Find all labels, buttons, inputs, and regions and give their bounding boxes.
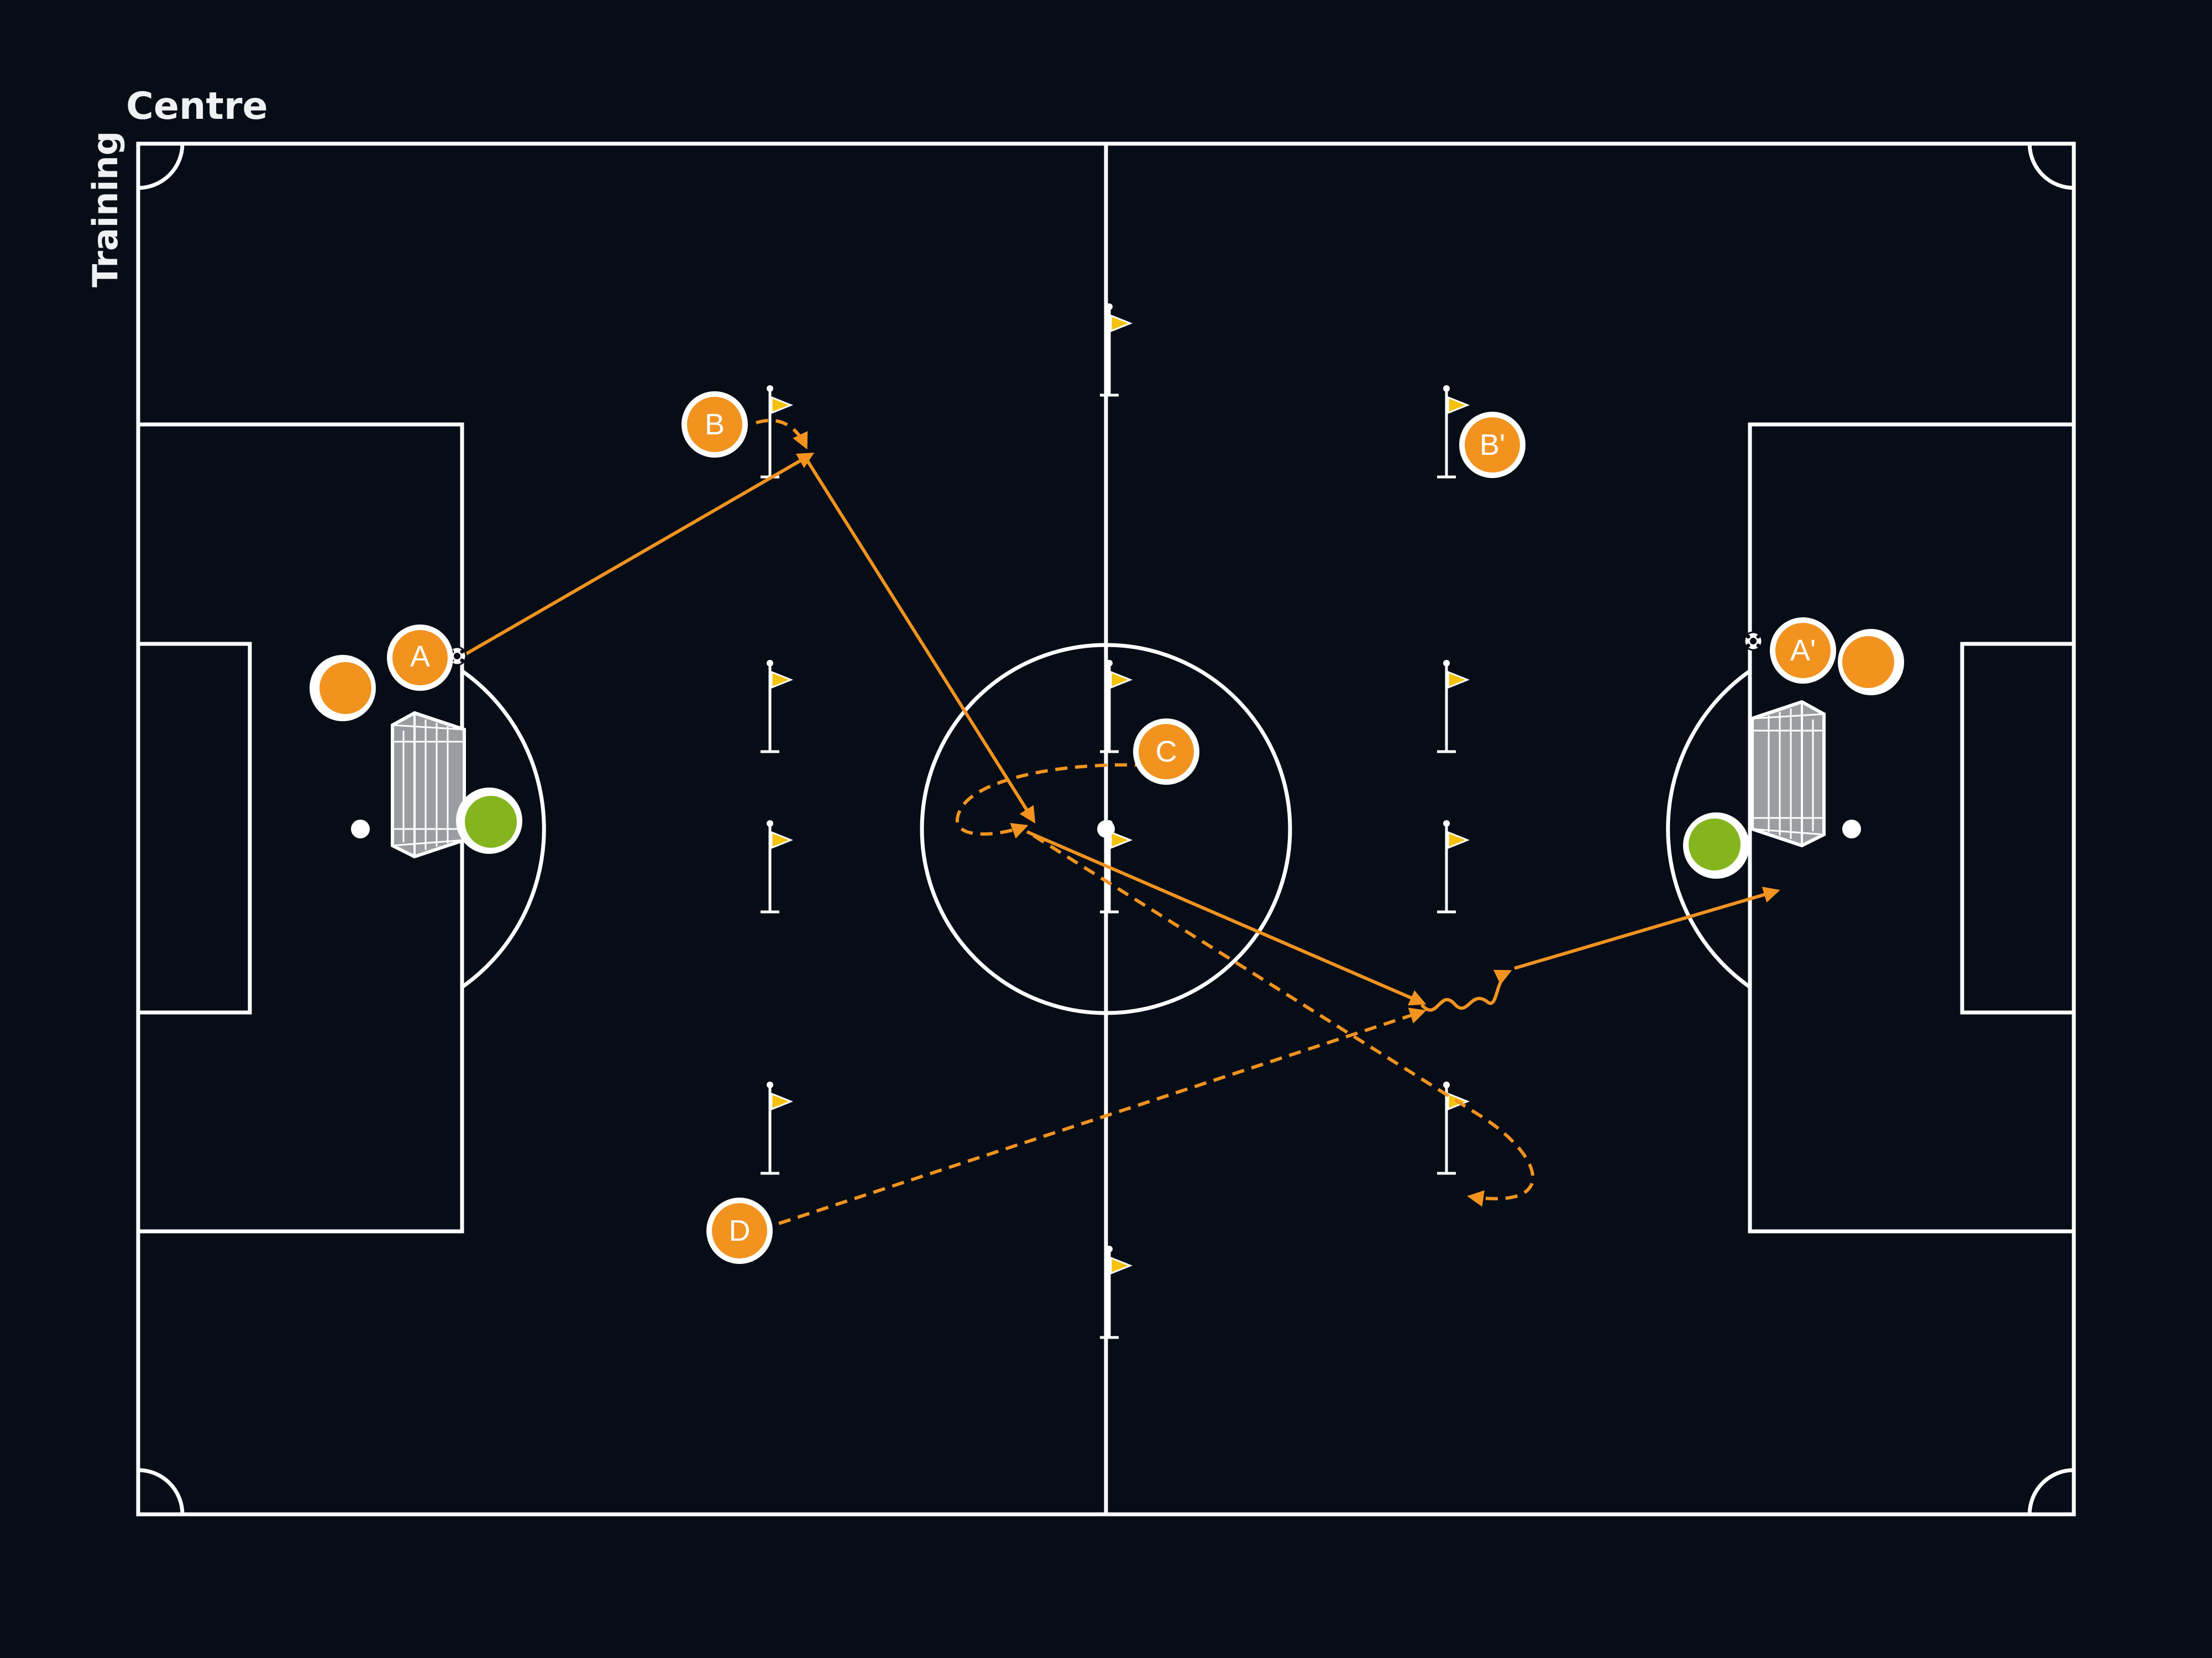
player-b: B (682, 391, 748, 458)
player-waiting-left (310, 655, 376, 721)
movement-arrows (463, 418, 1780, 1231)
goal-icon (1752, 702, 1824, 846)
player-b-label: B (705, 408, 725, 441)
dribble-arrow (1420, 969, 1512, 1012)
player-d-label: D (729, 1214, 751, 1247)
goalkeeper-left (456, 788, 522, 854)
pass-arrow (463, 452, 815, 657)
players: A B C D A' B' (310, 391, 1904, 1264)
training-centre-logo: Training Centre (85, 85, 268, 287)
player-c: C (1133, 718, 1199, 785)
corner-arc-bottom-left (138, 1468, 185, 1515)
left-penalty-spot (351, 820, 370, 838)
pass-arrow (803, 455, 1036, 824)
right-goal-area (1960, 642, 2076, 1015)
left-penalty-arc (460, 669, 546, 989)
ball-icon (1743, 631, 1763, 651)
goal-icon (392, 713, 464, 857)
player-c-label: C (1156, 735, 1177, 768)
shot-arrow (1514, 886, 1780, 970)
goalkeeper-right (1683, 812, 1749, 879)
right-penalty-arc (1666, 669, 1752, 989)
player-b-prime-label: B' (1480, 428, 1505, 461)
player-a-label: A (410, 640, 430, 673)
run-arrow-dashed (756, 418, 808, 450)
logo-word-training: Training (85, 131, 125, 287)
run-arrow-dashed (759, 1008, 1427, 1231)
corner-arc-bottom-right (2027, 1468, 2074, 1515)
player-a-prime-label: A' (1790, 634, 1816, 667)
player-b-prime: B' (1459, 412, 1526, 478)
right-penalty-spot (1842, 820, 1861, 838)
centre-circle (920, 643, 1292, 1015)
logo-word-centre: Centre (126, 85, 268, 128)
player-a-prime: A' (1770, 617, 1836, 684)
corner-arc-top-left (138, 143, 185, 190)
player-waiting-right (1838, 629, 1904, 695)
corner-arc-top-right (2027, 143, 2074, 190)
player-a: A (387, 625, 453, 691)
run-arrow-dashed (956, 763, 1147, 839)
run-arrow-dashed (1032, 834, 1535, 1207)
player-d: D (706, 1198, 773, 1264)
pitch-markings (136, 141, 2076, 1517)
pass-arrow (1026, 830, 1427, 1006)
left-goal-area (136, 642, 252, 1015)
